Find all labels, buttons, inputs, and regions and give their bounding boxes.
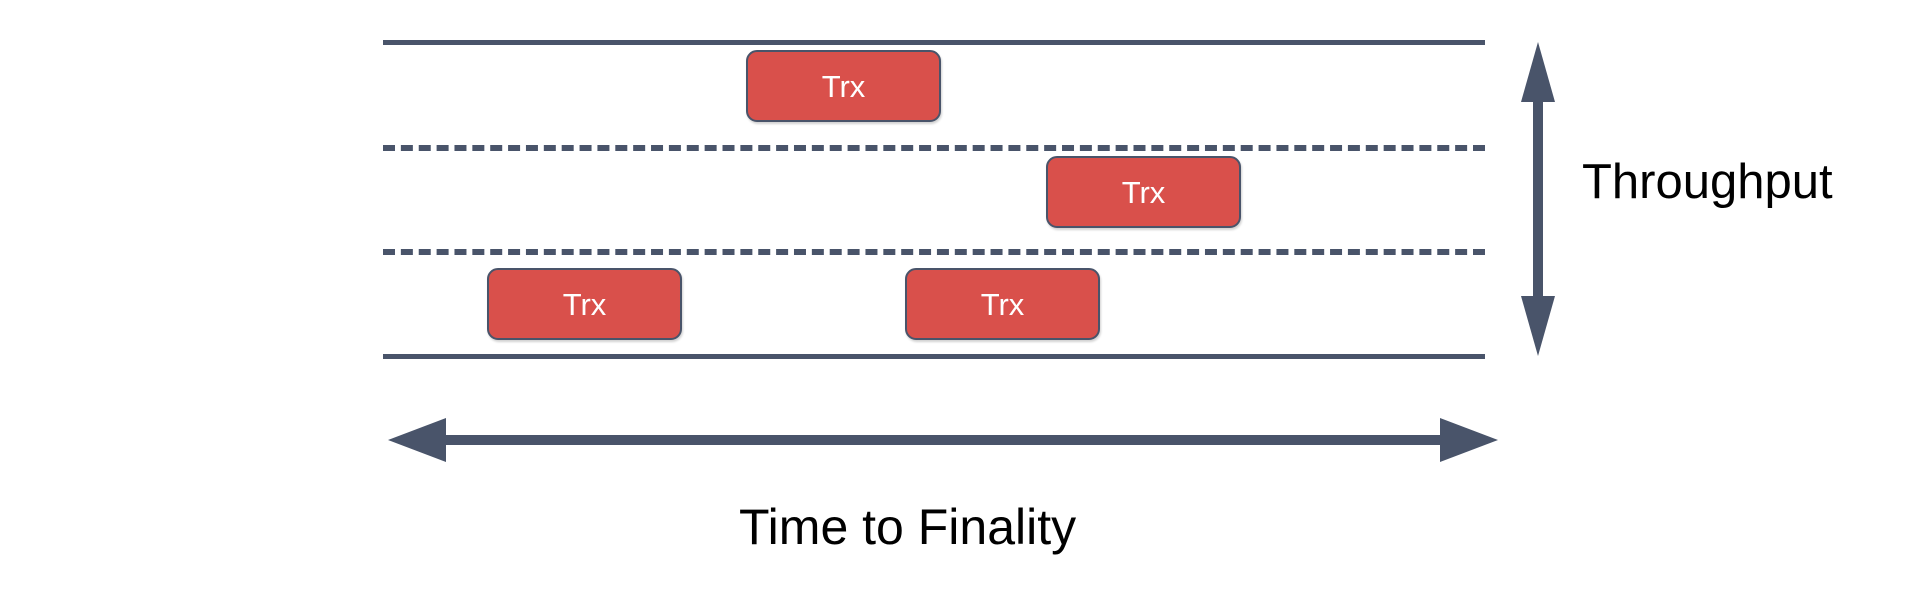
- transaction-box[interactable]: Trx: [487, 268, 682, 340]
- transaction-box[interactable]: Trx: [905, 268, 1100, 340]
- throughput-double-arrow-icon: [1520, 42, 1556, 356]
- lane-boundary-dashed-lower: [383, 249, 1485, 255]
- lane-boundary-solid-top: [383, 40, 1485, 45]
- time-to-finality-axis-label: Time to Finality: [739, 499, 1077, 555]
- time-to-finality-double-arrow-icon: [388, 415, 1498, 465]
- lane-boundary-dashed-upper: [383, 145, 1485, 151]
- transaction-box[interactable]: Trx: [1046, 156, 1241, 228]
- throughput-axis-label: Throughput: [1582, 155, 1833, 209]
- transaction-box[interactable]: Trx: [746, 50, 941, 122]
- lane-boundary-solid-bottom: [383, 354, 1485, 359]
